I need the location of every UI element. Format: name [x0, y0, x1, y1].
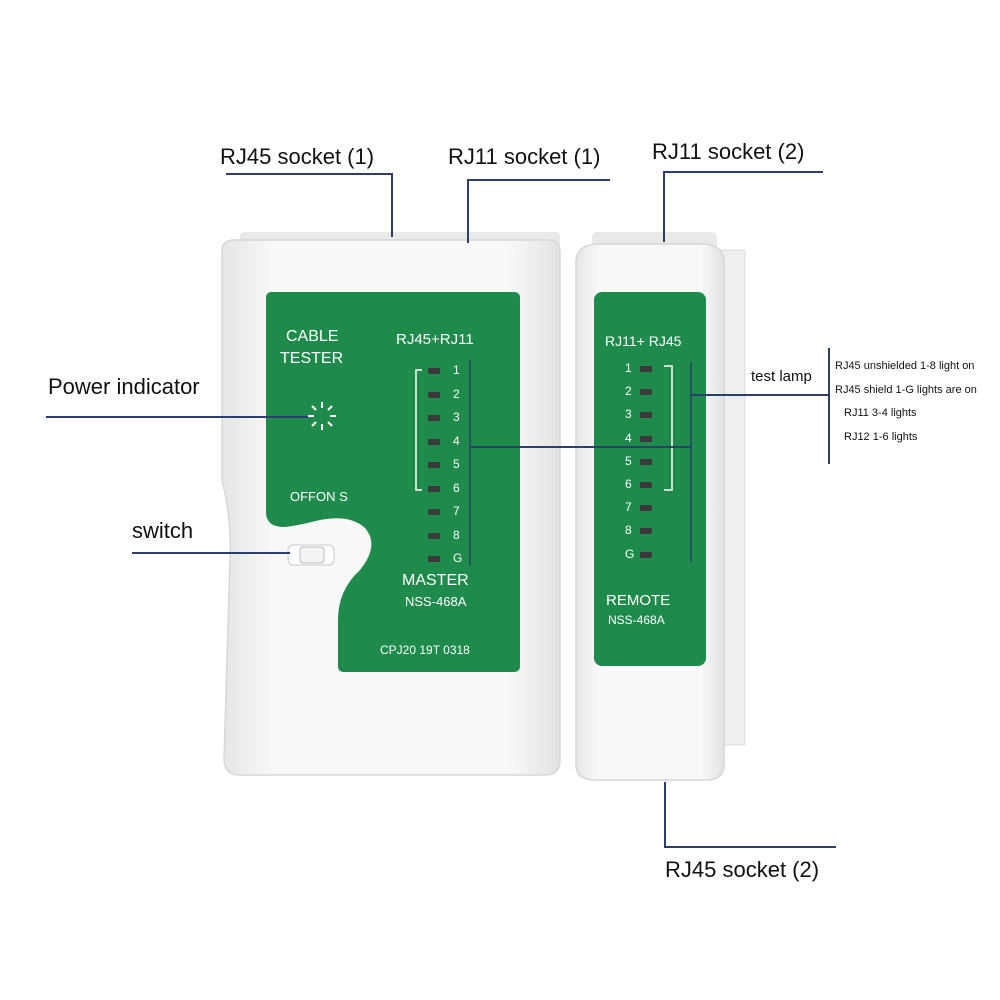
remote-led-label: 6	[625, 477, 632, 491]
callout-rj11-socket-2: RJ11 socket (2)	[652, 139, 805, 164]
remote-led-bracket	[664, 365, 673, 491]
note-rj11: RJ11 3-4 lights	[844, 407, 917, 419]
remote-led-label: 4	[625, 430, 632, 445]
remote-led-3	[640, 412, 652, 419]
callout-switch: switch	[132, 518, 194, 543]
remote-led-4	[640, 435, 652, 442]
master-led-bracket	[415, 369, 422, 491]
leader-test-lamp	[691, 394, 828, 396]
note-rj45-shield: RJ45 shield 1-G lights are on	[835, 384, 977, 396]
remote-led-label: 2	[625, 384, 632, 399]
leader-switch	[132, 552, 290, 554]
master-led-label: 2	[453, 386, 460, 401]
remote-led-label: 8	[625, 523, 632, 538]
callout-rj45-socket-1: RJ45 socket (1)	[220, 144, 375, 169]
callout-rj45-socket-2: RJ45 socket (2)	[665, 857, 820, 882]
master-led-label: 4	[453, 433, 460, 448]
master-led-label: 7	[453, 504, 460, 518]
master-led-label: 3	[453, 410, 460, 424]
master-title-line1: CABLE	[286, 328, 339, 345]
leader-power-indicator	[46, 416, 308, 418]
remote-led-label: 5	[625, 453, 632, 468]
master-serial: CPJ20 19T 0318	[380, 643, 470, 657]
master-panel	[266, 292, 520, 672]
master-led-7	[428, 509, 440, 515]
leader-led-connector	[470, 446, 691, 448]
master-title-line2: TESTER	[280, 350, 344, 367]
master-led-1	[428, 368, 440, 374]
master-led-8	[428, 532, 440, 539]
master-led-5	[428, 462, 440, 468]
leader-test-lamp-bracket	[828, 348, 830, 464]
remote-led-6	[640, 482, 652, 488]
master-led-header: RJ45+RJ11	[396, 331, 474, 348]
callout-power-indicator: Power indicator	[48, 374, 200, 399]
note-rj45-unshielded: RJ45 unshielded 1-8 light on	[835, 360, 975, 372]
master-led-3	[428, 415, 440, 421]
master-led-4	[428, 438, 440, 445]
master-led-label: 5	[453, 457, 460, 471]
master-led-6	[428, 485, 440, 492]
remote-led-G	[640, 551, 652, 558]
leader-rj11-1-horizontal	[467, 179, 610, 181]
remote-led-header: RJ11+ RJ45	[605, 333, 682, 349]
remote-led-2	[640, 389, 652, 396]
callout-rj11-socket-1: RJ11 socket (1)	[448, 144, 601, 169]
master-led-2	[428, 391, 440, 398]
remote-led-label: 1	[625, 361, 632, 375]
remote-led-label: 7	[625, 500, 632, 515]
remote-led-label: G	[625, 546, 635, 561]
master-led-label: 8	[453, 527, 460, 542]
remote-panel	[594, 292, 706, 666]
remote-led-1	[640, 366, 652, 372]
leader-rj45-1-horizontal	[226, 173, 392, 175]
leader-rj11-1-vertical	[467, 179, 469, 243]
note-rj12: RJ12 1-6 lights	[844, 431, 918, 443]
leader-rj11-2-vertical	[663, 171, 665, 242]
leader-rj11-2-horizontal	[663, 171, 823, 173]
remote-model: NSS-468A	[608, 613, 665, 627]
master-led-label: G	[453, 551, 463, 565]
master-switch-label: OFFON S	[290, 489, 348, 504]
remote-led-8	[640, 528, 652, 535]
master-model: NSS-468A	[405, 594, 467, 609]
master-name: MASTER	[402, 572, 469, 589]
remote-led-7	[640, 505, 652, 512]
remote-led-5	[640, 458, 652, 465]
remote-led-label: 3	[625, 407, 632, 422]
remote-name: REMOTE	[606, 592, 671, 609]
power-indicator-icon	[308, 402, 336, 430]
leader-rj45-2-horizontal	[664, 846, 836, 848]
switch-knob[interactable]	[299, 546, 325, 564]
callout-test-lamp: test lamp	[751, 368, 812, 385]
master-led-G	[428, 556, 440, 562]
master-led-label: 6	[453, 480, 460, 495]
leader-rj45-1-vertical	[391, 173, 393, 237]
leader-rj45-2-vertical	[664, 782, 666, 846]
master-led-label: 1	[453, 363, 460, 377]
